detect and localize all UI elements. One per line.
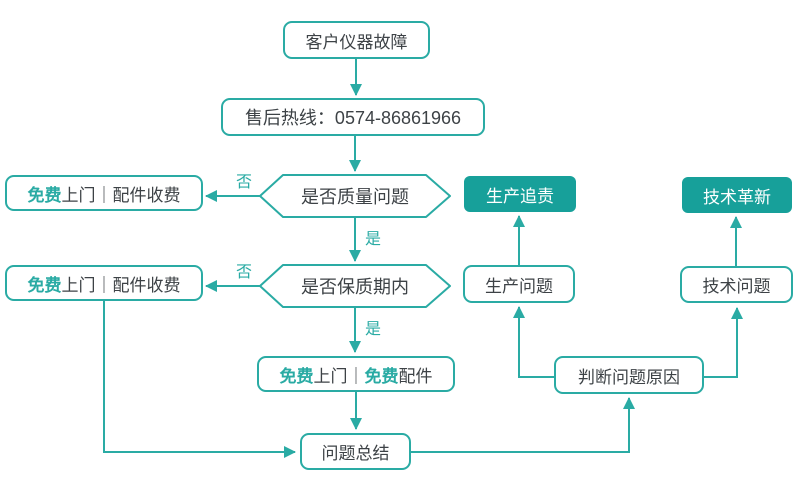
decision-warranty-label: 是否保质期内 — [301, 277, 409, 297]
decision-warranty-shape — [259, 264, 451, 308]
node-tech-issue: 技术问题 — [680, 266, 793, 303]
edge-judge-to-tech-issue — [704, 307, 743, 378]
decision-warranty: 是否保质期内 — [260, 265, 450, 307]
node-tech-issue-label: 技术问题 — [702, 277, 771, 296]
node-free-visit-paid-parts-top: 免费上门｜配件收费 — [5, 175, 203, 211]
node-summary: 问题总结 — [300, 433, 411, 470]
decision-quality-shape — [259, 174, 451, 218]
text-part: 配件 — [398, 366, 433, 386]
text-part: 上门｜配件收费 — [61, 275, 181, 295]
node-summary-label: 问题总结 — [321, 444, 390, 463]
edge-summary-to-judge — [411, 397, 635, 453]
edge-paidparts-to-summary — [103, 301, 296, 458]
node-judge-cause-label: 判断问题原因 — [578, 367, 680, 387]
node-tech-innovation: 技术革新 — [682, 177, 792, 213]
node-hotline: 售后热线：0574-86861966 — [221, 98, 485, 136]
node-production-accountability: 生产追责 — [464, 176, 576, 212]
node-tech-innovation-label: 技术革新 — [703, 187, 771, 207]
text-part: 上门｜配件收费 — [61, 185, 181, 205]
node-customer-fault-label: 客户仪器故障 — [305, 32, 408, 52]
text-part: 免费 — [279, 366, 314, 386]
node-hotline-label: 售后热线：0574-86861966 — [244, 108, 462, 128]
edge-judge-to-production-issue — [513, 306, 554, 378]
node-free-visit-free-parts: 免费上门｜免费配件 — [257, 356, 455, 392]
edge-label-yes-warranty: 是 — [362, 318, 384, 338]
node-customer-fault: 客户仪器故障 — [283, 21, 430, 59]
edge-label-yes-quality: 是 — [362, 228, 384, 248]
node-free-visit-paid-parts-bottom: 免费上门｜配件收费 — [5, 265, 203, 301]
decision-quality-label: 是否质量问题 — [301, 187, 409, 207]
node-production-issue: 生产问题 — [463, 265, 575, 303]
node-production-issue-label: 生产问题 — [485, 276, 553, 296]
text-part: 免费 — [27, 185, 62, 205]
node-judge-cause: 判断问题原因 — [554, 356, 704, 394]
text-part: 免费 — [364, 366, 399, 386]
edge-label-no-quality: 否 — [233, 171, 255, 191]
decision-quality: 是否质量问题 — [260, 175, 450, 217]
text-part: 上门｜ — [313, 366, 365, 386]
text-part: 免费 — [27, 275, 62, 295]
node-production-accountability-label: 生产追责 — [486, 186, 554, 206]
edge-label-no-warranty: 否 — [233, 261, 255, 281]
